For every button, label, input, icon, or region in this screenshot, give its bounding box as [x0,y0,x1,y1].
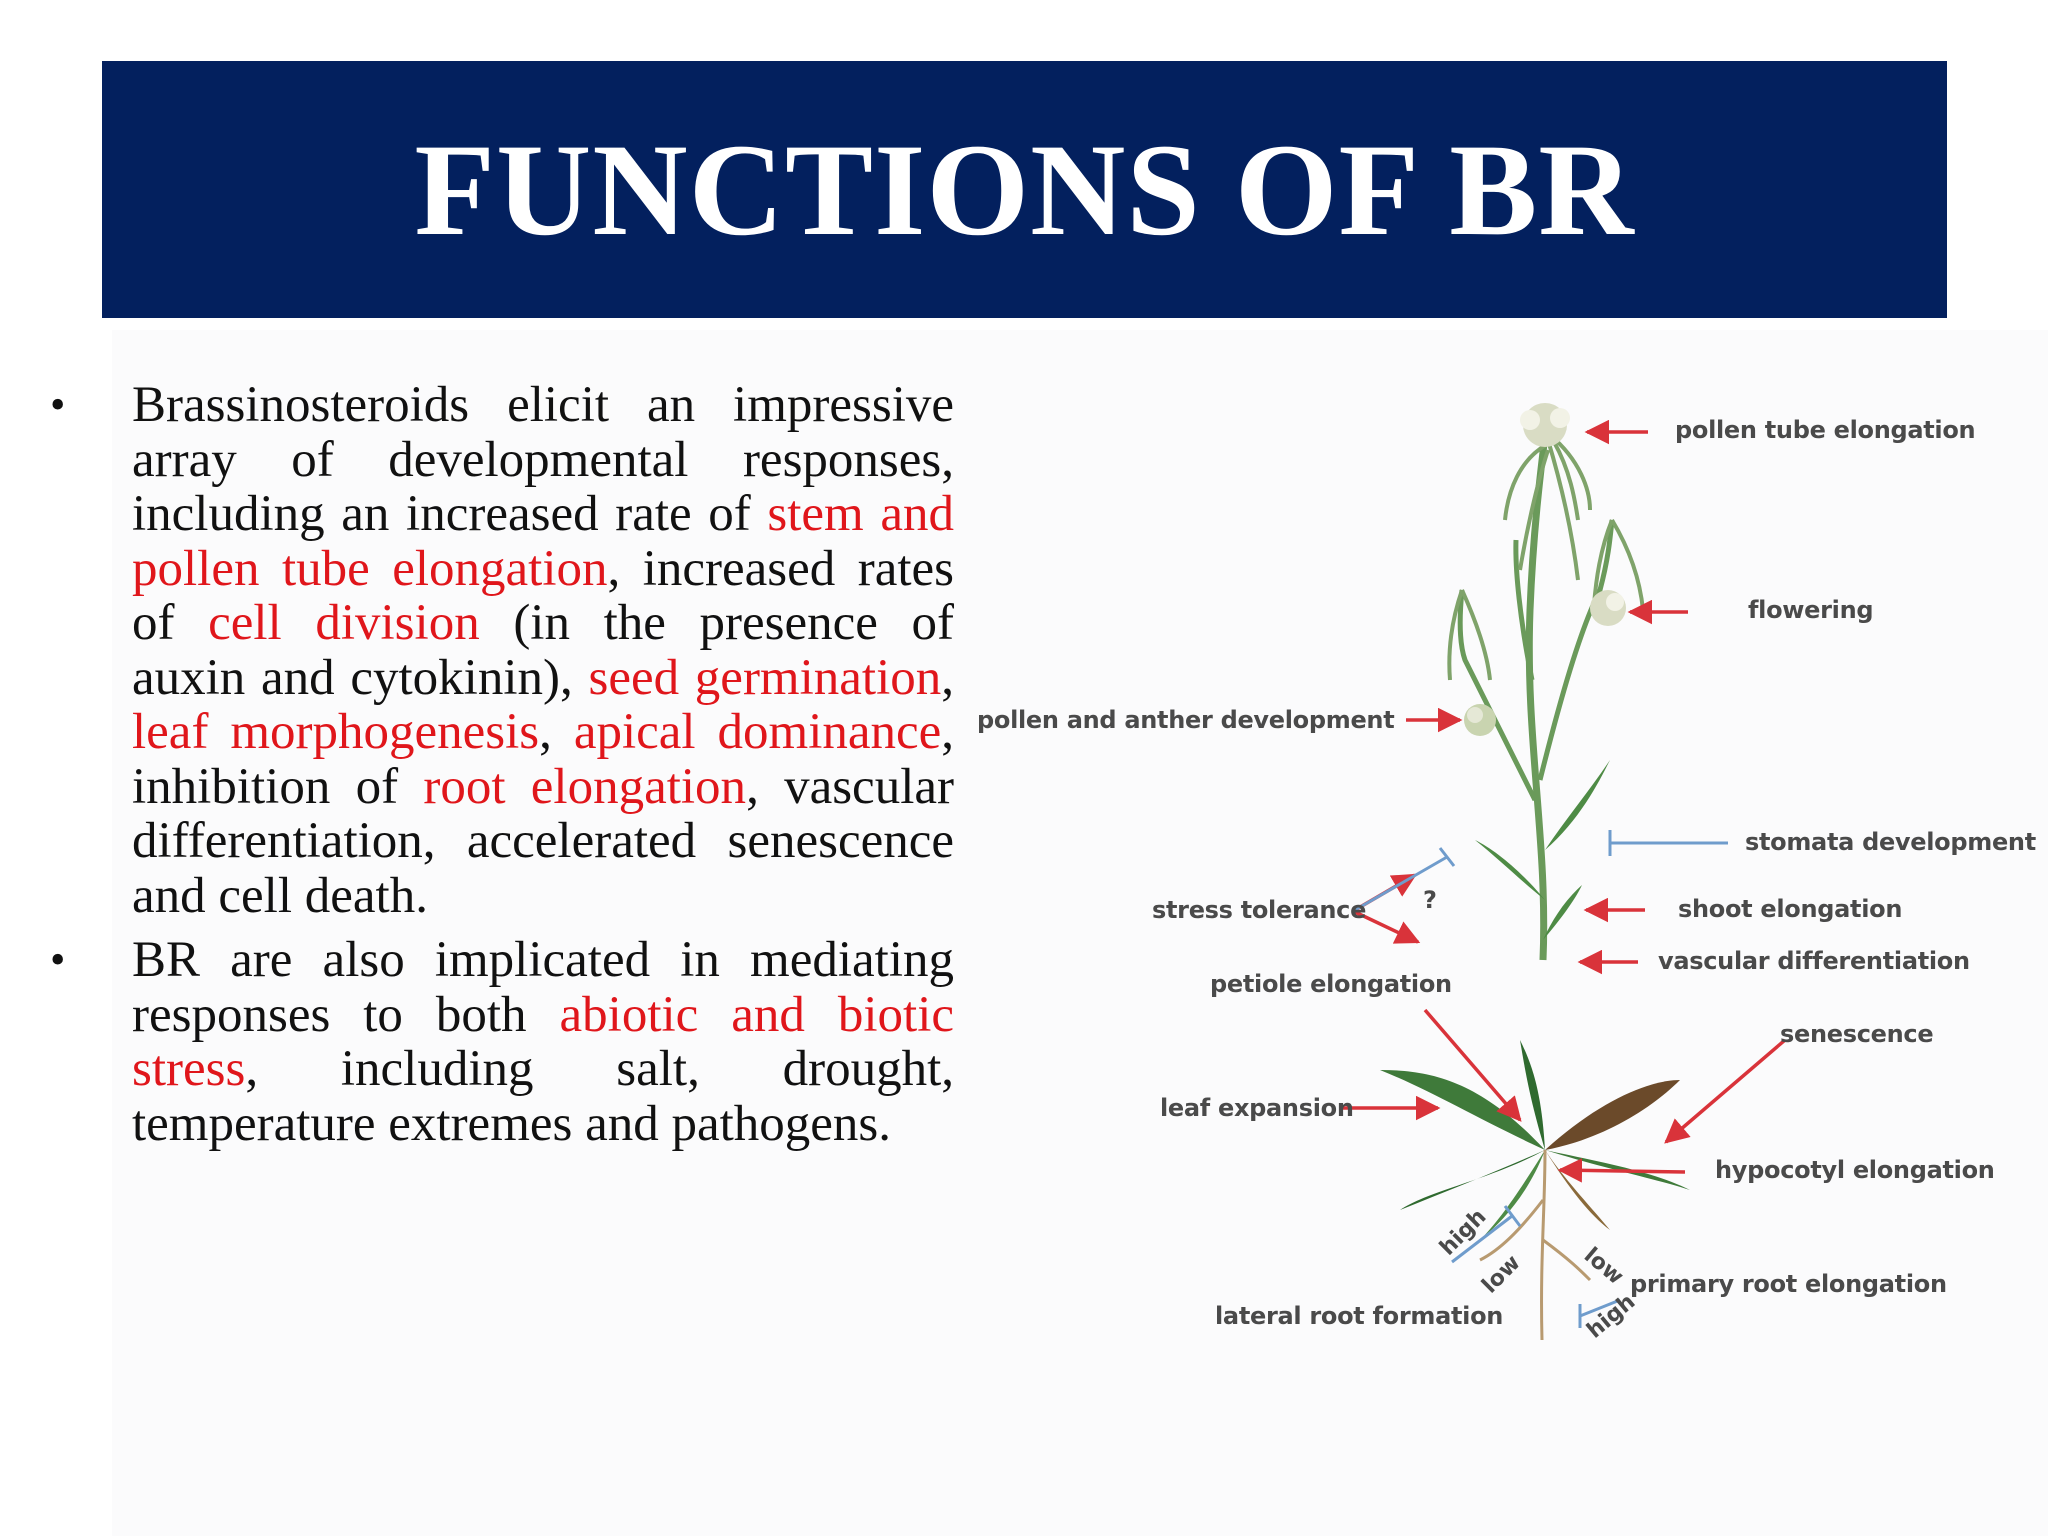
label-hypocotyl: hypocotyl elongation [1715,1156,1995,1184]
content-background [112,330,2048,1536]
bullet-text: , [941,649,954,706]
roots [1479,1149,1592,1341]
highlighted-term: leaf morphogenesis [132,704,540,760]
highlighted-term: abiotic and biotic stress [132,986,954,1097]
siliques [1447,433,1645,681]
plant-illustration [1340,403,1787,1341]
label-pollen-anther: pollen and anther development [977,706,1395,734]
bullet-text: , inhibition of [132,704,955,815]
bullet-list: • Brassinosteroids elicit an impressive a… [50,378,954,1161]
br-functions-diagram: pollen tube elongation flowering pollen … [960,380,2036,1360]
highlighted-term: apical dominance [573,704,942,760]
bullet-text: Brassinosteroids elicit an impressive ar… [132,377,954,542]
label-pollen-tube: pollen tube elongation [1675,416,1976,444]
highlighted-term: stem and pollen tube elongation [132,486,954,597]
bullet-text: , increased rates of [132,540,954,651]
bullet-item: • BR are also implicated in mediating res… [50,933,954,1151]
main-stem [1525,409,1552,961]
label-flowering: flowering [1748,596,1874,624]
arrow-stress-down [1354,910,1421,944]
title-banner: FUNCTIONS OF BR [102,61,1947,318]
bullet-item: • Brassinosteroids elicit an impressive a… [50,378,954,923]
label-primary-root: primary root elongation [1630,1270,1947,1298]
label-lateral-root: lateral root formation [1215,1302,1504,1330]
flower-clusters [1464,403,1626,736]
highlighted-term: seed germination [588,649,942,706]
label-stomata: stomata development [1745,828,2036,856]
label-senescence: senescence [1780,1020,1934,1048]
highlighted-term: root elongation [423,758,747,815]
bullet-marker: • [50,380,66,429]
stem-leaves [1475,760,1610,940]
bullet-text: (in the presence of auxin and cytokinin)… [132,595,954,706]
bullet-text: , including salt, drought, temperature e… [132,1041,954,1152]
label-stress: stress tolerance [1152,896,1367,924]
bullet-text: BR are also implicated in mediating resp… [132,932,954,1043]
bullet-marker: • [50,935,66,984]
bullet-text: , vascular differentiation, accelerated … [132,758,954,924]
arrow-hypocotyl [1557,1158,1686,1183]
arrow-petiole [1423,1008,1522,1122]
label-shoot: shoot elongation [1678,895,1903,923]
label-vascular: vascular differentiation [1658,947,1970,975]
label-question: ? [1423,886,1437,914]
label-petiole: petiole elongation [1210,970,1452,998]
activation-arrows [1340,419,1787,1183]
bullet-text: , [539,704,574,760]
highlighted-term: cell division [208,595,480,651]
slide-title: FUNCTIONS OF BR [414,116,1635,263]
label-leaf-expansion: leaf expansion [1160,1094,1354,1122]
arrow-senescence [1664,1038,1787,1144]
inhibition-lines [1354,830,1728,1328]
